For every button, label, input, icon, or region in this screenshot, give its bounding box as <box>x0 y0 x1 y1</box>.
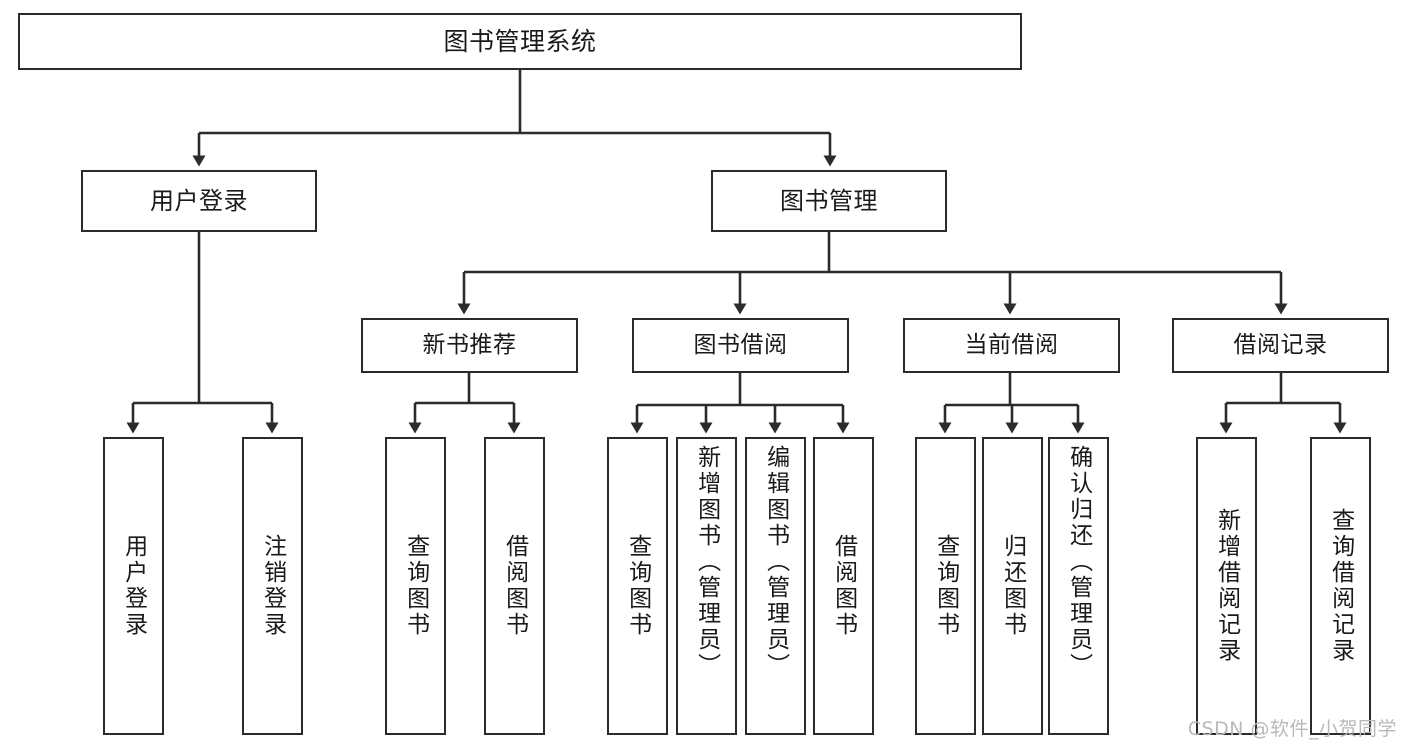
node-label: 图书借阅 <box>693 331 788 358</box>
node-label: 图书管理系统 <box>443 26 597 56</box>
node-current-borrow[interactable]: 当前借阅 <box>903 318 1120 373</box>
node-leaf-borrow-book-2[interactable]: 借阅图书 <box>813 437 874 735</box>
leaf-text-wrap: 查询图书 <box>917 439 974 733</box>
node-label: 借阅图书 <box>830 534 857 638</box>
node-label: 查询借阅记录 <box>1327 508 1354 664</box>
leaf-text-wrap: 借阅图书 <box>486 439 543 733</box>
node-label: 新增借阅记录 <box>1213 508 1240 664</box>
node-book-manage[interactable]: 图书管理 <box>711 170 947 232</box>
node-user-login[interactable]: 用户登录 <box>81 170 317 232</box>
node-label: 当前借阅 <box>964 331 1059 358</box>
node-label: 查询图书 <box>624 534 651 638</box>
node-label: 查询图书 <box>402 534 429 638</box>
node-leaf-add-record[interactable]: 新增借阅记录 <box>1196 437 1257 735</box>
leaf-text-wrap: 归还图书 <box>984 439 1041 733</box>
node-borrow-record[interactable]: 借阅记录 <box>1172 318 1389 373</box>
leaf-text-wrap: 用户登录 <box>105 439 162 733</box>
node-leaf-query-record[interactable]: 查询借阅记录 <box>1310 437 1371 735</box>
leaf-text-wrap: 新增图书（管理员） <box>678 439 735 739</box>
node-leaf-query-book-3[interactable]: 查询图书 <box>915 437 976 735</box>
leaf-text-wrap: 确认归还（管理员） <box>1050 439 1107 739</box>
node-label: 用户登录 <box>150 186 248 215</box>
node-label: 确认归还（管理员） <box>1065 445 1092 679</box>
node-label: 编辑图书（管理员） <box>762 445 789 679</box>
node-label: 借阅图书 <box>501 534 528 638</box>
node-new-book-recommend[interactable]: 新书推荐 <box>361 318 578 373</box>
leaf-text-wrap: 查询图书 <box>387 439 444 733</box>
node-leaf-query-book-1[interactable]: 查询图书 <box>385 437 446 735</box>
leaf-text-wrap: 新增借阅记录 <box>1198 439 1255 733</box>
node-label: 新增图书（管理员） <box>693 445 720 679</box>
leaf-text-wrap: 查询图书 <box>609 439 666 733</box>
node-leaf-return-book[interactable]: 归还图书 <box>982 437 1043 735</box>
node-leaf-borrow-book-1[interactable]: 借阅图书 <box>484 437 545 735</box>
node-book-borrow[interactable]: 图书借阅 <box>632 318 849 373</box>
node-root-system[interactable]: 图书管理系统 <box>18 13 1022 70</box>
leaf-text-wrap: 编辑图书（管理员） <box>747 439 804 739</box>
node-label: 注销登录 <box>259 534 286 638</box>
leaf-text-wrap: 注销登录 <box>244 439 301 733</box>
node-label: 图书管理 <box>780 186 878 215</box>
leaf-text-wrap: 借阅图书 <box>815 439 872 733</box>
node-leaf-query-book-2[interactable]: 查询图书 <box>607 437 668 735</box>
node-leaf-confirm-return[interactable]: 确认归还（管理员） <box>1048 437 1109 735</box>
leaf-text-wrap: 查询借阅记录 <box>1312 439 1369 733</box>
node-label: 用户登录 <box>120 534 147 638</box>
node-leaf-add-book[interactable]: 新增图书（管理员） <box>676 437 737 735</box>
node-leaf-user-login[interactable]: 用户登录 <box>103 437 164 735</box>
node-leaf-user-logout[interactable]: 注销登录 <box>242 437 303 735</box>
watermark-text: CSDN @软件_小贺同学 <box>1187 718 1397 740</box>
node-label: 归还图书 <box>999 534 1026 638</box>
node-label: 查询图书 <box>932 534 959 638</box>
node-label: 新书推荐 <box>422 331 517 358</box>
node-leaf-edit-book[interactable]: 编辑图书（管理员） <box>745 437 806 735</box>
node-label: 借阅记录 <box>1233 331 1328 358</box>
